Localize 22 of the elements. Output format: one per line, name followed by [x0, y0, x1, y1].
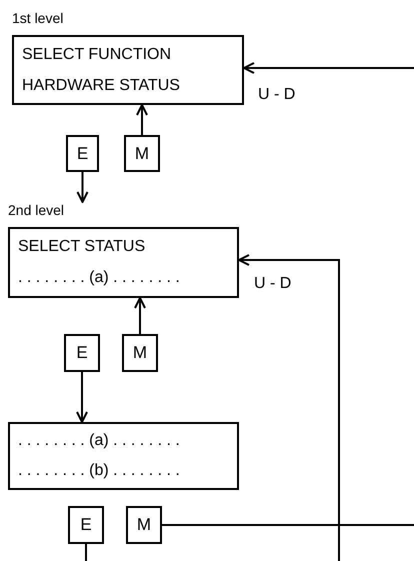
key-box: M — [122, 334, 158, 372]
key-box: M — [124, 135, 160, 172]
display-line: HARDWARE STATUS — [22, 76, 181, 96]
arrow — [134, 297, 146, 334]
arrow — [243, 62, 414, 74]
key-box: M — [126, 506, 162, 544]
connector-line — [162, 524, 414, 526]
key-box: E — [68, 506, 104, 544]
arrow — [136, 104, 148, 135]
display-line: . . . . . . . . (a) . . . . . . . . — [18, 431, 181, 451]
key-box: E — [64, 334, 100, 372]
level-heading: 2nd level — [8, 202, 66, 220]
arrow — [238, 254, 340, 561]
arrow — [76, 372, 88, 423]
key-box: E — [66, 135, 99, 172]
display-line: . . . . . . . . (b) . . . . . . . . — [18, 461, 181, 481]
level-heading: 1st level — [12, 10, 64, 28]
display-line: SELECT FUNCTION — [22, 44, 172, 64]
connector-line — [85, 544, 87, 561]
arrow — [76, 172, 88, 203]
display-line: SELECT STATUS — [18, 236, 146, 257]
display-line: . . . . . . . . (a) . . . . . . . . — [18, 268, 181, 288]
